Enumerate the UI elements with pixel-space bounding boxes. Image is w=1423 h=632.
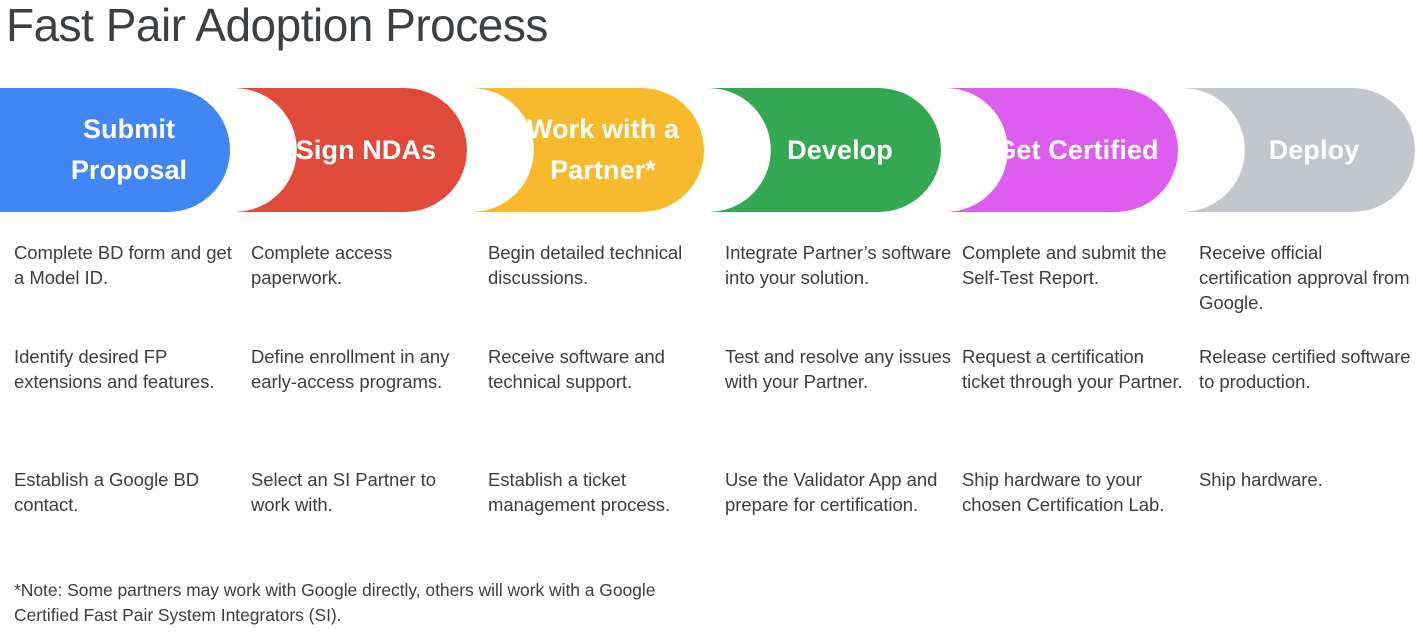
page-title: Fast Pair Adoption Process bbox=[6, 0, 548, 51]
stage-bullet: Begin detailed technical discussions. bbox=[488, 242, 683, 288]
stage-bullet: Select an SI Partner to work with. bbox=[251, 469, 436, 515]
stage-bullet: Receive official certification approval … bbox=[1199, 242, 1410, 313]
stage-bullet: Integrate Partner’s software into your s… bbox=[725, 242, 952, 288]
stage-label: Sign NDAs bbox=[295, 134, 437, 165]
stage-bullet: Use the Validator App and prepare for ce… bbox=[725, 469, 938, 515]
stage-label: Get Certified bbox=[995, 134, 1159, 165]
stage-label: Submit Proposal bbox=[70, 114, 188, 185]
stage-bullet: Establish a Google BD contact. bbox=[14, 469, 200, 515]
stage-bullet: Request a certification ticket through y… bbox=[962, 346, 1183, 392]
stage-label: Develop bbox=[787, 134, 893, 165]
stage-chevron-get-certified[interactable]: Get Certified bbox=[948, 88, 1178, 212]
stage-chevron-work-with-a-partner[interactable]: Work with a Partner* bbox=[474, 88, 704, 212]
stage-bullet: Complete BD form and get a Model ID. bbox=[14, 242, 232, 288]
stage-bullet: Ship hardware to your chosen Certificati… bbox=[962, 469, 1165, 515]
stage-bullet: Ship hardware. bbox=[1199, 469, 1323, 490]
stage-bullet: Complete and submit the Self-Test Report… bbox=[962, 242, 1167, 288]
stage-bullet: Define enrollment in any early-access pr… bbox=[251, 346, 450, 392]
stage-chevron-submit-proposal[interactable]: Submit Proposal bbox=[0, 88, 230, 212]
stage-bullet: Release certified software to production… bbox=[1199, 346, 1411, 392]
stage-details-columns: Complete BD form and get a Model ID. Ide… bbox=[0, 240, 1423, 560]
stage-bullet: Receive software and technical support. bbox=[488, 346, 665, 392]
stage-chevron-sign-ndas[interactable]: Sign NDAs bbox=[237, 88, 467, 212]
stage-chevron-develop[interactable]: Develop bbox=[711, 88, 941, 212]
stage-chevron-deploy[interactable]: Deploy bbox=[1185, 88, 1415, 212]
process-stage-band: Submit Proposal Sign NDAs Work with a Pa… bbox=[0, 88, 1423, 212]
stage-bullet: Identify desired FP extensions and featu… bbox=[14, 346, 215, 392]
stage-bullet: Test and resolve any issues with your Pa… bbox=[725, 346, 951, 392]
stage-label: Work with a Partner* bbox=[526, 114, 680, 185]
stage-bullet: Establish a ticket management process. bbox=[488, 469, 671, 515]
footnote-note: *Note: Some partners may work with Googl… bbox=[14, 580, 656, 625]
stage-label: Deploy bbox=[1268, 134, 1360, 165]
stage-bullet: Complete access paperwork. bbox=[251, 242, 393, 288]
